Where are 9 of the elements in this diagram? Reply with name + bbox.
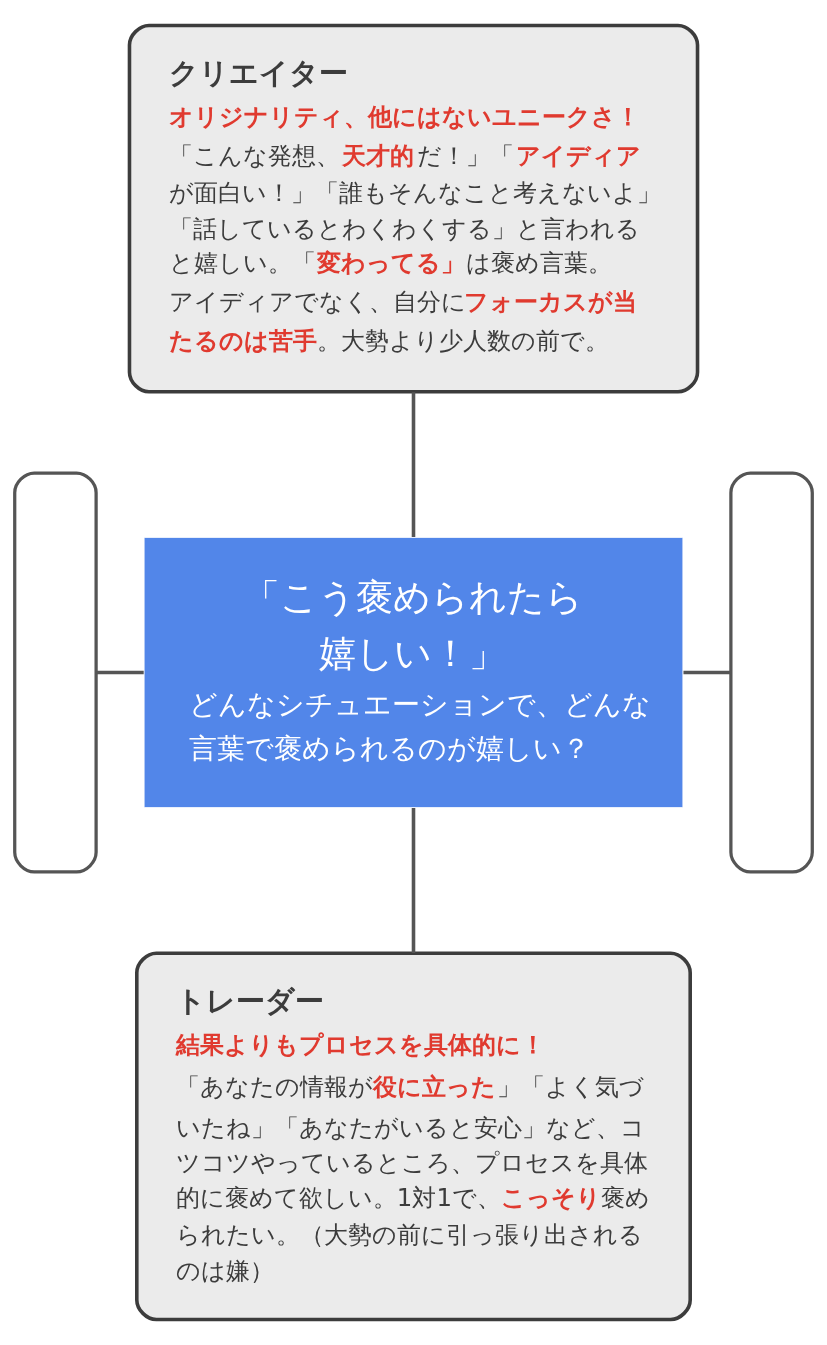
node-box: トレーダー 結果よりもプロセスを具体的に！ 「あなたの情報が役に立った」「よく気づいたね」「あなたがいると安心」など、コツコツやっているところ、プロセスを具体的に褒めて欲しい。1対1で、こっそり褒められたい。（大勢の前に引っ張り出されるのは嫌） [135, 951, 692, 1322]
node-box [729, 471, 814, 874]
connector [411, 808, 416, 953]
connector [411, 392, 416, 537]
connector [683, 670, 731, 675]
node-box [13, 471, 98, 874]
connector [96, 670, 144, 675]
node-box: クリエイター オリジナリティ、他にはないユニークさ！「こんな発想、天才的だ！」「アイディアが面白い！」「誰もそんなこと考えないよ」「話しているとわくわくする」と言われると嬉しい。「変わってる」は褒め言葉。 アイディアでなく、自分にフォーカスが当たるのは苦手。大勢より少人数の前で。 [127, 23, 700, 394]
node-box: 「こう褒められたら嬉しい！」 どんなシチュエーションで、どんな言葉で褒められるのが嬉しい？ [143, 537, 684, 808]
